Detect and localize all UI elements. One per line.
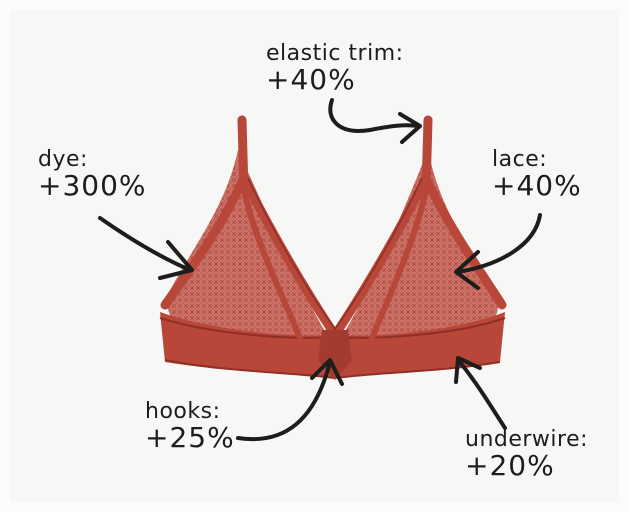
lace-label: lace: +40%	[492, 148, 582, 200]
dye-label: dye: +300%	[38, 148, 147, 200]
hooks-value: +25%	[145, 423, 235, 452]
dye-arrow	[100, 218, 190, 270]
lace-value: +40%	[492, 171, 582, 200]
underwire-label: underwire: +20%	[465, 428, 588, 480]
elastic-trim-name: elastic trim:	[266, 42, 404, 65]
hooks-label: hooks: +25%	[145, 400, 235, 452]
dye-value: +300%	[38, 171, 147, 200]
elastic-trim-label: elastic trim: +40%	[266, 42, 404, 94]
lace-name: lace:	[492, 148, 582, 171]
hooks-name: hooks:	[145, 400, 235, 423]
underwire-name: underwire:	[465, 428, 588, 451]
elastic-trim-value: +40%	[266, 65, 404, 94]
dye-name: dye:	[38, 148, 147, 171]
underwire-arrow	[458, 360, 505, 428]
underwire-value: +20%	[465, 451, 588, 480]
right-cup-lace	[340, 150, 500, 346]
